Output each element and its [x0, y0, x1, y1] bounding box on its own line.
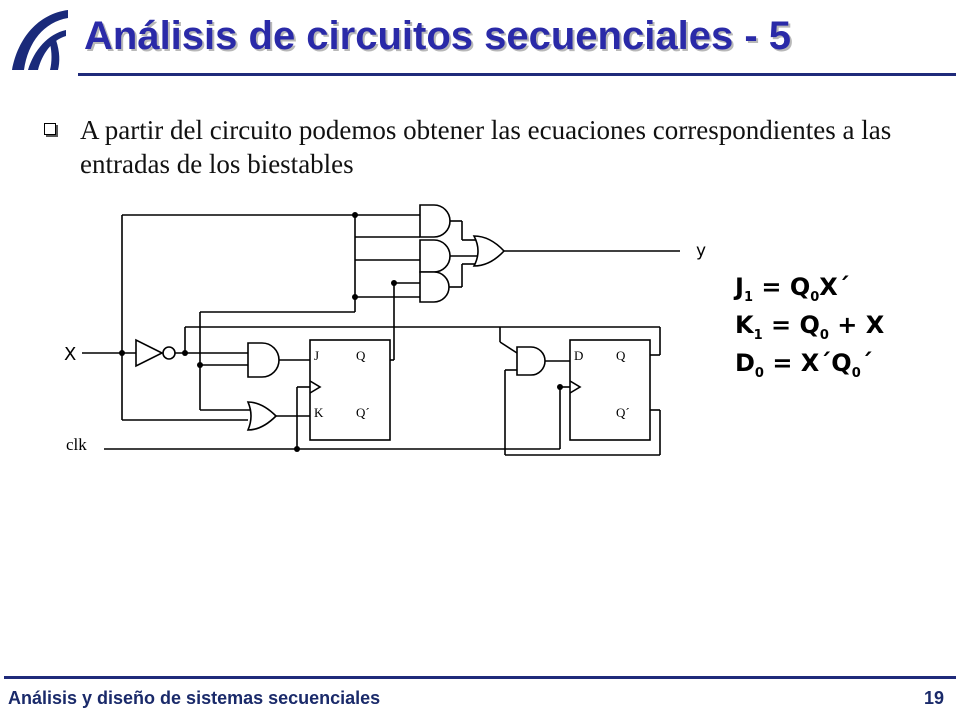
equation-j1: J1 = Q0X´: [735, 273, 850, 305]
ff0-clock-triangle: [569, 380, 582, 394]
university-logo: [12, 10, 68, 70]
and-gate-2: [419, 239, 451, 273]
or-gate-y: [472, 235, 506, 267]
jk-flipflop: [309, 339, 391, 441]
ff1-q-label: Q: [356, 348, 366, 363]
inverter-gate: [135, 338, 176, 368]
and-gate-j: [247, 342, 280, 378]
equation-d0: D0 = X´Q0´: [735, 349, 873, 381]
slide-title: Análisis de circuitos secuenciales - 5: [84, 14, 791, 58]
equations-block: J1 = Q0X´ K1 = Q0 + X D0 = X´Q0´: [735, 268, 950, 382]
y-output-label: y: [696, 241, 706, 261]
equation-k1: K1 = Q0 + X: [735, 311, 885, 343]
junction-dots: [119, 212, 563, 452]
ff0-q-label: Q: [616, 348, 626, 363]
or-gate-k: [246, 401, 278, 431]
x-input-label: X: [64, 344, 76, 365]
ff0-qbar-label: Q´: [616, 405, 630, 420]
ff1-clock-triangle: [309, 380, 322, 394]
footer-rule: [4, 676, 956, 679]
page-number: 19: [923, 688, 944, 708]
ff1-j-label: J: [314, 348, 319, 363]
bullet-text: A partir del circuito podemos obtener la…: [80, 115, 892, 179]
clk-label: clk: [66, 435, 87, 454]
ff0-d-label: D: [574, 348, 583, 363]
footer-course-title: Análisis y diseño de sistemas secuencial…: [8, 688, 381, 708]
square-bullet-icon: [44, 123, 56, 135]
ff1-k-label: K: [314, 405, 324, 420]
ff1-qbar-label: Q´: [356, 405, 370, 420]
d-flipflop: [569, 339, 651, 441]
and-gate-3: [419, 271, 450, 303]
and-gate-1: [419, 204, 451, 238]
title-underline: [78, 73, 956, 76]
and-gate-d: [516, 346, 546, 376]
